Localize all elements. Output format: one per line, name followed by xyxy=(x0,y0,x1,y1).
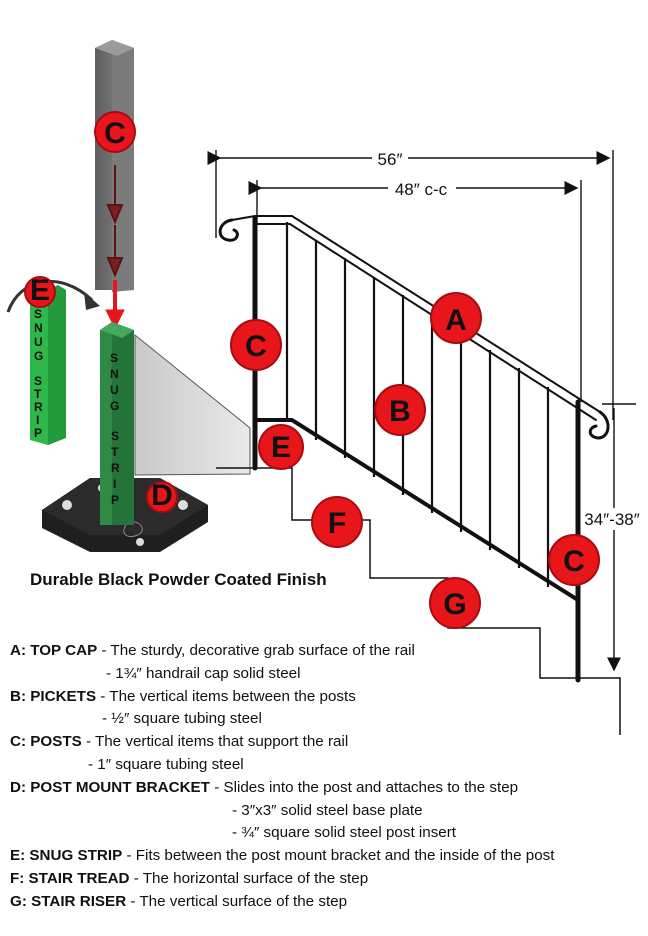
badge-c-left-post: C xyxy=(230,319,282,371)
strip-letter: R xyxy=(111,461,120,475)
post-component xyxy=(95,40,134,330)
legend-key: D: POST MOUNT BRACKET xyxy=(10,778,210,796)
center-width-label: 48″ c-c xyxy=(395,180,448,199)
legend-key: F: STAIR TREAD xyxy=(10,869,130,887)
height-label: 34″-38″ xyxy=(584,510,640,529)
finish-note: Durable Black Powder Coated Finish xyxy=(30,570,327,589)
legend-item: D: POST MOUNT BRACKET - Slides into the … xyxy=(10,777,645,800)
projection-beam xyxy=(134,333,251,476)
legend: A: TOP CAP - The sturdy, decorative grab… xyxy=(10,640,645,914)
svg-text:C: C xyxy=(563,545,585,578)
legend-key: G: STAIR RISER xyxy=(10,892,127,910)
svg-text:E: E xyxy=(30,274,50,307)
insert-arrows xyxy=(106,165,124,278)
strip-letter: S xyxy=(111,429,119,443)
strip-letter: N xyxy=(110,367,119,381)
strip-letter: P xyxy=(111,493,119,507)
post-insert xyxy=(100,322,134,525)
svg-text:C: C xyxy=(245,330,267,363)
badge-b-pickets: B xyxy=(374,384,426,436)
snug-letter: U xyxy=(34,335,43,349)
legend-item: C: POSTS - The vertical items that suppo… xyxy=(10,731,645,754)
badge-g-riser: G xyxy=(429,577,481,629)
svg-text:E: E xyxy=(271,431,291,464)
badge-f-tread: F xyxy=(311,496,363,548)
badge-c-post-top: C xyxy=(94,111,136,153)
legend-key: E: SNUG STRIP xyxy=(10,847,123,865)
red-arrow xyxy=(105,280,125,330)
legend-detail: - ¾″ square solid steel post insert xyxy=(232,824,457,842)
svg-text:F: F xyxy=(328,507,346,540)
legend-description: - The horizontal surface of the step xyxy=(129,869,369,887)
badge-e-strip: E xyxy=(24,274,56,308)
legend-key: B: PICKETS xyxy=(10,687,97,705)
legend-detail: - 1¾″ handrail cap solid steel xyxy=(106,664,301,682)
legend-detail: - 1″ square tubing steel xyxy=(88,755,244,773)
legend-description: - The vertical items that support the ra… xyxy=(81,733,349,751)
legend-detail: - 3″x3″ solid steel base plate xyxy=(232,801,423,819)
snug-letter: R xyxy=(34,400,43,414)
svg-text:B: B xyxy=(389,395,411,428)
badge-d-bracket: D xyxy=(146,479,178,513)
snug-letter: T xyxy=(34,387,42,401)
legend-item: A: TOP CAP - The sturdy, decorative grab… xyxy=(10,640,645,663)
legend-key: C: POSTS xyxy=(10,733,82,751)
strip-letter: I xyxy=(113,477,116,491)
overall-width-text: 56″ xyxy=(378,150,403,169)
pickets xyxy=(285,222,550,587)
svg-text:D: D xyxy=(151,479,173,512)
legend-description: - Fits between the post mount bracket an… xyxy=(122,847,555,865)
snug-letter: N xyxy=(34,321,43,335)
svg-text:G: G xyxy=(443,588,466,621)
legend-item: G: STAIR RISER - The vertical surface of… xyxy=(10,891,645,914)
svg-text:C: C xyxy=(104,117,126,150)
snug-strip: S N U G S T R I P xyxy=(30,285,66,445)
legend-key: A: TOP CAP xyxy=(10,642,98,659)
snug-letter: S xyxy=(34,374,42,388)
post-insert-label: S N U G S T R I P xyxy=(110,351,120,507)
strip-letter: S xyxy=(110,351,118,365)
snug-letter: P xyxy=(34,426,42,440)
badge-a-top-cap: A xyxy=(430,292,482,344)
legend-item: E: SNUG STRIP - Fits between the post mo… xyxy=(10,845,645,868)
snug-letter: S xyxy=(34,307,42,321)
badge-c-right-post: C xyxy=(548,534,600,586)
badge-e-stair: E xyxy=(258,424,304,470)
legend-description: - Slides into the post and attaches to t… xyxy=(209,778,519,796)
legend-detail: - ½″ square tubing steel xyxy=(102,710,262,728)
strip-letter: G xyxy=(110,399,119,413)
snug-letter: G xyxy=(34,349,43,363)
svg-text:A: A xyxy=(445,304,467,337)
legend-description: - The vertical items between the posts xyxy=(96,687,356,705)
legend-item: F: STAIR TREAD - The horizontal surface … xyxy=(10,868,645,891)
legend-description: - The vertical surface of the step xyxy=(126,892,348,910)
legend-item: B: PICKETS - The vertical items between … xyxy=(10,686,645,709)
strip-letter: U xyxy=(110,383,119,397)
strip-letter: T xyxy=(111,445,119,459)
legend-description: - The sturdy, decorative grab surface of… xyxy=(97,642,415,659)
snug-letter: I xyxy=(36,413,39,427)
